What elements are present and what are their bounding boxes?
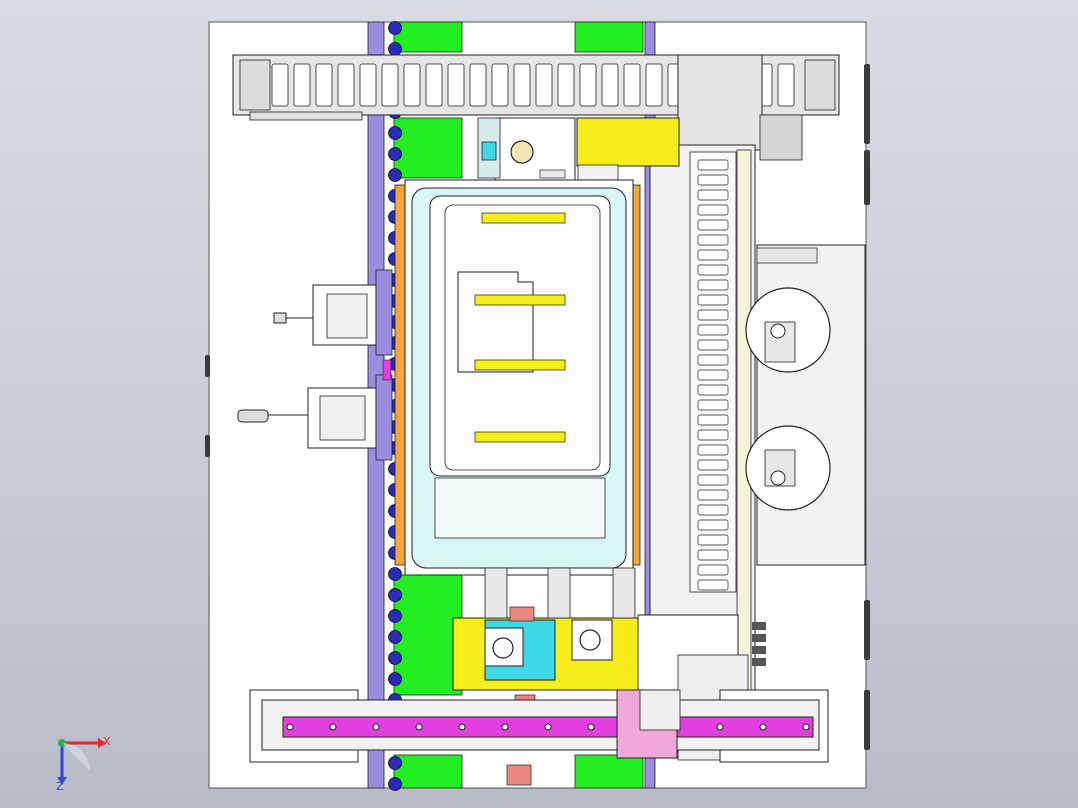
- roller: [388, 630, 402, 644]
- conveyor-belt-right: [574, 21, 644, 789]
- chain-link: [697, 339, 729, 351]
- side-motor-housing: [745, 244, 866, 566]
- chain-link: [425, 63, 443, 107]
- chain-link: [513, 63, 531, 107]
- rail-hole: [329, 723, 337, 731]
- roller: [388, 21, 402, 35]
- rail-hole: [716, 723, 724, 731]
- chain-link: [697, 504, 729, 516]
- chain-link: [337, 63, 355, 107]
- chain-link: [697, 174, 729, 186]
- rail-hole: [372, 723, 380, 731]
- chain-link: [645, 63, 663, 107]
- rail-hole: [286, 723, 294, 731]
- chain-link: [697, 264, 729, 276]
- chain-link: [447, 63, 465, 107]
- chain-link: [697, 459, 729, 471]
- chain-link: [601, 63, 619, 107]
- yellow-clamp-bars: [474, 212, 566, 443]
- roller: [388, 588, 402, 602]
- chain-link: [697, 474, 729, 486]
- triad-z-label: Z: [56, 780, 64, 793]
- rail-hole: [501, 723, 509, 731]
- coordinate-triad-icon: [57, 738, 106, 785]
- chain-link: [697, 444, 729, 456]
- chain-link: [623, 63, 641, 107]
- chain-link: [697, 549, 729, 561]
- chain-link: [697, 354, 729, 366]
- chain-link: [579, 63, 597, 107]
- chain-link: [697, 189, 729, 201]
- rail-hole: [759, 723, 767, 731]
- chain-link: [697, 234, 729, 246]
- chain-link: [697, 324, 729, 336]
- chain-link: [697, 204, 729, 216]
- bottom-drive-assembly: [452, 567, 639, 710]
- chain-link: [491, 63, 509, 107]
- roller: [388, 609, 402, 623]
- chain-link: [403, 63, 421, 107]
- chain-link: [697, 159, 729, 171]
- roller: [388, 651, 402, 665]
- conveyor-belt-left: [393, 21, 463, 789]
- chain-link: [697, 369, 729, 381]
- chain-link: [697, 579, 729, 591]
- chain-link: [697, 279, 729, 291]
- chain-link: [697, 489, 729, 501]
- roller: [388, 672, 402, 686]
- chain-link: [293, 63, 311, 107]
- rail-hole: [587, 723, 595, 731]
- chain-link: [697, 294, 729, 306]
- rail-hole: [802, 723, 810, 731]
- workpiece-tray: [394, 179, 641, 576]
- chain-link: [697, 384, 729, 396]
- chain-link: [469, 63, 487, 107]
- chain-link: [535, 63, 553, 107]
- right-edge-pads: [205, 64, 870, 750]
- triad-x-label: X: [103, 735, 111, 748]
- chain-link: [697, 519, 729, 531]
- rail-hole: [544, 723, 552, 731]
- roller: [388, 756, 402, 770]
- chain-link: [381, 63, 399, 107]
- roller: [388, 567, 402, 581]
- roller: [388, 126, 402, 140]
- left-cylinder-unit-2: [237, 359, 393, 461]
- roller: [388, 777, 402, 791]
- chain-link: [315, 63, 333, 107]
- chain-link: [697, 429, 729, 441]
- chain-link: [777, 63, 795, 107]
- roller: [388, 42, 402, 56]
- chain-link: [697, 309, 729, 321]
- chain-link: [697, 534, 729, 546]
- chain-link: [557, 63, 575, 107]
- chain-link: [697, 219, 729, 231]
- chain-link: [697, 414, 729, 426]
- chain-link: [271, 63, 289, 107]
- rail-hole: [415, 723, 423, 731]
- chain-link: [697, 564, 729, 576]
- left-cylinder-unit-1: [273, 269, 393, 356]
- chain-link: [697, 249, 729, 261]
- bottom-linear-rail: [249, 689, 829, 786]
- rail-hole: [458, 723, 466, 731]
- chain-link: [359, 63, 377, 107]
- roller: [388, 147, 402, 161]
- roller: [388, 168, 402, 182]
- chain-link: [697, 399, 729, 411]
